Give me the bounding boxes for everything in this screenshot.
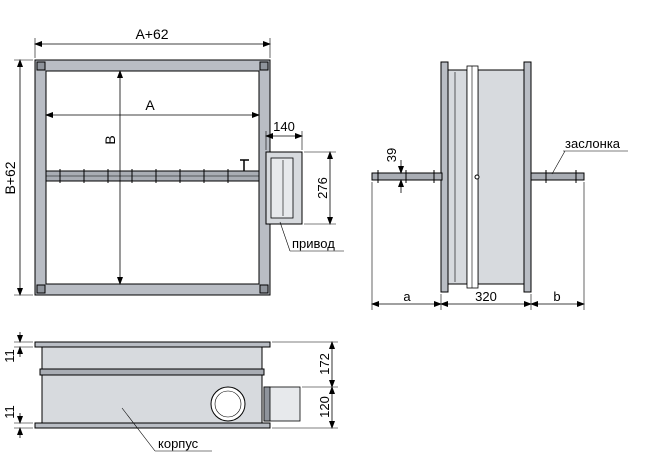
bottom-top-flange: [34, 341, 271, 348]
label-body: корпус: [158, 436, 199, 451]
dim-width-outer: A+62: [135, 26, 168, 42]
side-body-left: [447, 69, 468, 285]
dim-height-total: 172: [317, 353, 332, 375]
dim-height-body: 120: [317, 396, 332, 418]
front-frame-corner: [36, 61, 46, 71]
dim-height-outer: B+62: [2, 161, 18, 194]
dim-width-inner: A: [145, 97, 155, 113]
dim-blade-thickness: 39: [384, 148, 399, 162]
dim-actuator-width: 140: [273, 119, 295, 134]
shaft-pivot: [474, 174, 480, 180]
side-view: 39 заслонка a 320 b: [371, 61, 628, 310]
blade-rivets: [59, 169, 229, 183]
dim-a: a: [403, 289, 411, 304]
dim-body-length: 320: [475, 289, 497, 304]
dim-flange-top: 11: [2, 349, 17, 363]
label-actuator: привод: [292, 236, 335, 251]
shaft-lever: [240, 159, 249, 171]
bottom-upper-body: [41, 346, 263, 370]
dim-height-inner: B: [102, 135, 118, 144]
dim-flange-bottom: 11: [2, 405, 17, 419]
dim-actuator-height: 276: [315, 177, 330, 199]
inspection-hatch: [210, 386, 246, 422]
side-blade-right: [530, 172, 585, 181]
bottom-view: 11 11 172 120 корпус: [2, 332, 338, 452]
side-blade-left: [371, 172, 443, 181]
bottom-bottom-flange: [34, 422, 271, 429]
front-frame-corner: [259, 284, 269, 294]
bottom-middle-band: [39, 368, 265, 376]
front-frame-corner: [259, 61, 269, 71]
front-view: A+62 A B+62 B 140 276 привод: [2, 26, 344, 296]
actuator-inner: [270, 157, 294, 219]
dim-b: b: [553, 289, 560, 304]
front-frame-corner: [36, 284, 46, 294]
label-damper: заслонка: [565, 136, 621, 151]
side-body-right: [477, 69, 525, 285]
side-flange-right: [523, 61, 532, 293]
